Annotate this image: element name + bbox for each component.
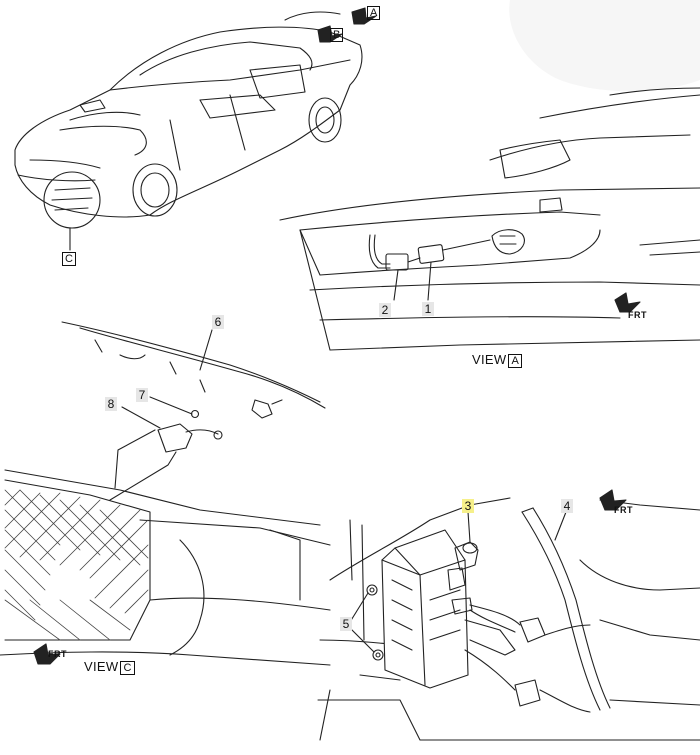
vehicle-illustration <box>14 11 363 251</box>
callout-6: 6 <box>212 315 224 329</box>
view-c-word: VIEW <box>84 659 119 674</box>
grille-mesh <box>4 489 149 641</box>
view-c-letter: C <box>120 661 135 675</box>
frt-label-view-a: FRT <box>628 310 647 320</box>
callout-8: 8 <box>105 397 117 411</box>
callout-5: 5 <box>340 617 352 631</box>
callout-3: 3 <box>462 499 474 513</box>
frt-label-view-b: FRT <box>614 505 633 515</box>
frt-label-view-c: FRT <box>48 649 67 659</box>
view-a-illustration <box>279 87 700 351</box>
callout-7: 7 <box>136 388 148 402</box>
view-flag-b: B <box>330 28 344 42</box>
view-a-letter: A <box>508 354 523 368</box>
callout-1: 1 <box>422 302 434 316</box>
frt-arrows <box>33 292 641 665</box>
view-b-illustration <box>317 497 700 741</box>
callout-2: 2 <box>379 303 391 317</box>
view-flag-c: C <box>62 252 76 266</box>
view-flag-a: A <box>367 6 381 20</box>
view-a-word: VIEW <box>472 352 507 367</box>
view-c-illustration <box>0 321 331 666</box>
callout-4: 4 <box>561 499 573 513</box>
